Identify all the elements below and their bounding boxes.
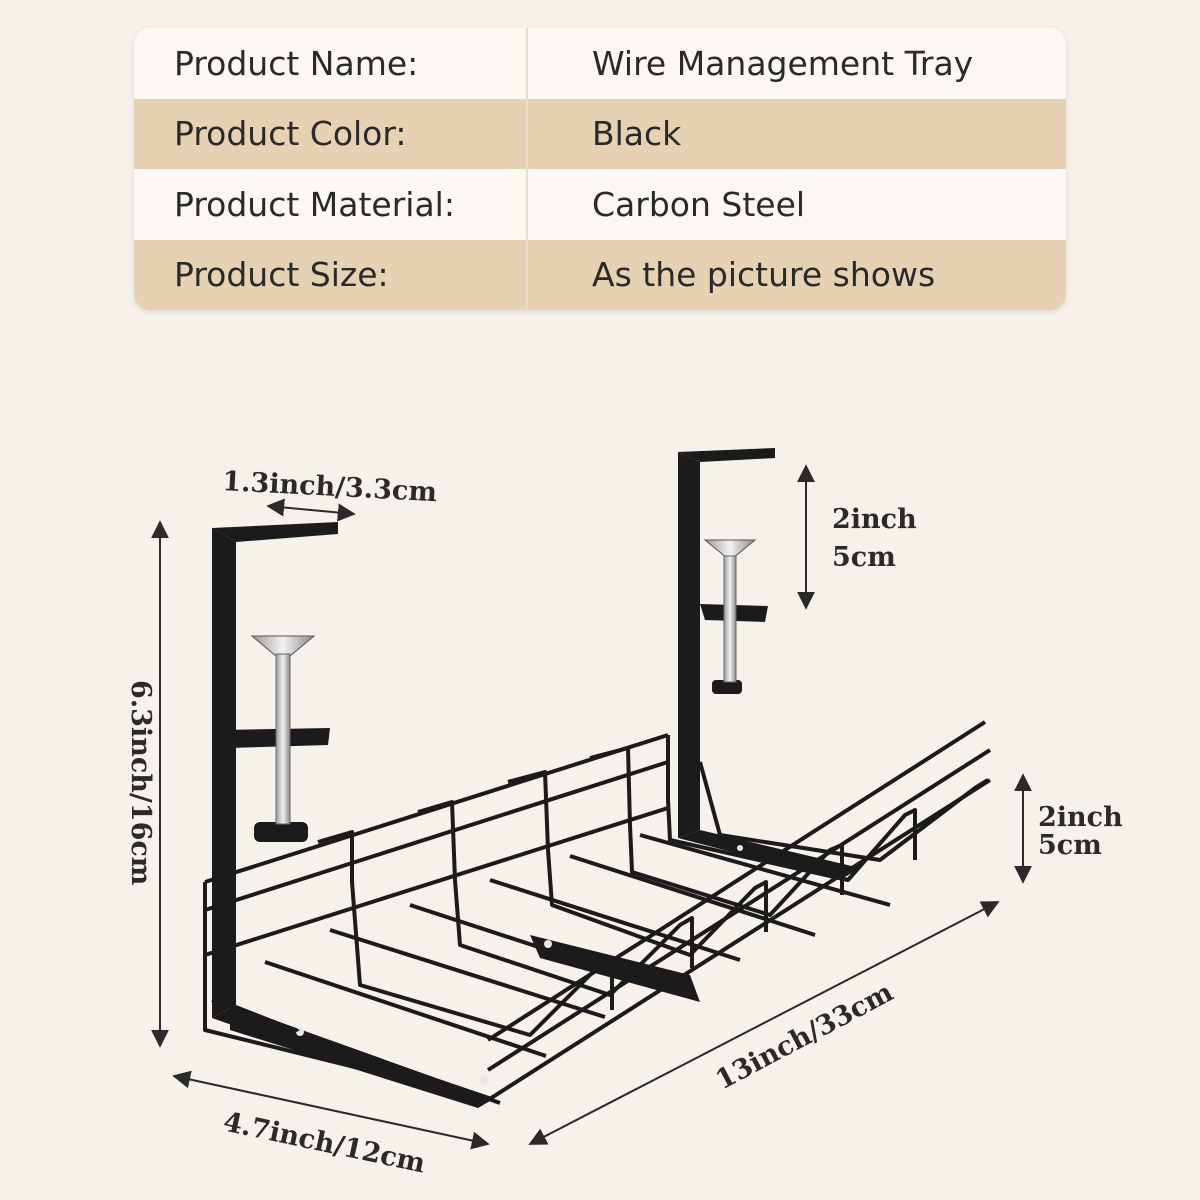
right-screw xyxy=(703,539,757,683)
column-divider xyxy=(526,28,528,310)
basket-plate xyxy=(230,935,700,1108)
spec-row-name: Product Name: Wire Management Tray xyxy=(134,28,1066,99)
spec-row-material: Product Material: Carbon Steel xyxy=(134,169,1066,240)
spec-table: Product Name: Wire Management Tray Produ… xyxy=(134,28,1066,310)
total-height-label: 6.3inch/16cm xyxy=(125,680,156,885)
left-clamp xyxy=(212,522,338,1042)
spec-row-color: Product Color: Black xyxy=(134,98,1066,169)
left-screw xyxy=(250,635,316,825)
basket-height-label-in: 2inch xyxy=(1038,802,1123,833)
spec-value: Wire Management Tray xyxy=(592,43,974,83)
spec-row-size: Product Size: As the picture shows xyxy=(134,239,1066,310)
clamp-opening-label-cm: 5cm xyxy=(832,542,896,573)
dimension-lines xyxy=(151,464,1032,1150)
length-arrow xyxy=(528,901,1000,1145)
clamp-width-label: 1.3inch/3.3cm xyxy=(222,466,438,508)
spec-value: As the picture shows xyxy=(592,255,936,295)
spec-value: Black xyxy=(592,114,682,154)
spec-label: Product Size: xyxy=(174,255,389,295)
basket-height-label-cm: 5cm xyxy=(1038,830,1102,861)
spec-label: Product Name: xyxy=(174,43,419,83)
clamp-width-arrow xyxy=(266,498,356,522)
spec-value: Carbon Steel xyxy=(592,184,806,224)
depth-label: 4.7inch/12cm xyxy=(221,1107,428,1180)
clamp-opening-label-in: 2inch xyxy=(832,504,917,535)
spec-label: Product Color: xyxy=(174,114,407,154)
spec-label: Product Material: xyxy=(174,184,455,224)
depth-arrow xyxy=(172,1070,490,1150)
